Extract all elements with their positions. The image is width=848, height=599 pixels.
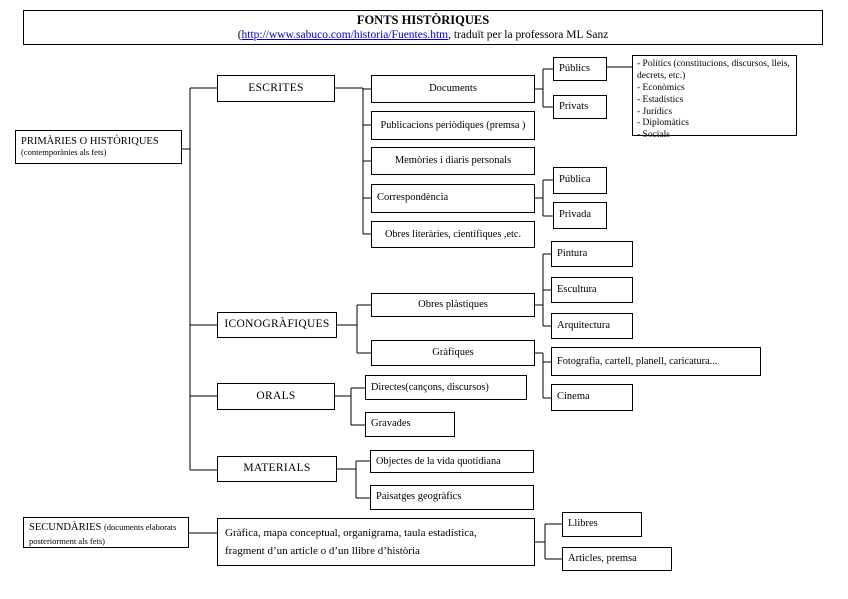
node-obres-literaries: Obres literàries, científiques ,etc. [371, 221, 535, 248]
node-cinema: Cinema [551, 384, 633, 411]
node-objectes: Objectes de la vida quotidiana [370, 450, 534, 473]
node-documents: Documents [371, 75, 535, 103]
page-title: FONTS HISTÒRIQUES [356, 13, 490, 28]
node-publicacions: Publicacions periòdiques (premsa ) [371, 111, 535, 140]
node-secundaries-desc: Gràfica, mapa conceptual, organigrama, t… [217, 518, 535, 566]
node-secundaries: SECUNDÀRIES (documents elaborats posteri… [23, 517, 189, 548]
node-primaries-note: (contemporànies als fets) [21, 147, 107, 158]
node-secundaries-label: SECUNDÀRIES [29, 522, 104, 533]
node-primaries-label: PRIMÀRIES O HISTÒRIQUES [21, 136, 159, 148]
title-subtitle: (http://www.sabuco.com/historia/Fuentes.… [238, 29, 609, 42]
node-paisatges: Paisatges geogràfics [370, 485, 534, 510]
link-prefix: ( [237, 28, 242, 41]
node-escrites: ESCRITES [217, 75, 335, 102]
node-publics: Públics [553, 57, 607, 81]
node-fotografia: Fotografia, cartell, planell, caricatura… [551, 347, 761, 376]
node-iconografiques: ICONOGRÀFIQUES [217, 312, 337, 338]
node-privats: Privats [553, 95, 607, 119]
node-llibres: Llibres [562, 512, 642, 537]
node-primaries: PRIMÀRIES O HISTÒRIQUES (contemporànies … [15, 130, 182, 164]
node-secundaries-note: (documents elaborats posteriorment als f… [29, 522, 177, 546]
node-grafiques: Gràfiques [371, 340, 535, 366]
node-orals: ORALS [217, 383, 335, 410]
node-pintura: Pintura [551, 241, 633, 267]
node-materials: MATERIALS [217, 456, 337, 482]
node-directes: Directes(cançons, discursos) [365, 375, 527, 400]
node-publics-types: - Polítics (constitucions, discursos, ll… [632, 55, 797, 140]
source-link[interactable]: http://www.sabuco.com/historia/Fuentes.h… [241, 28, 449, 41]
node-publica: Pública [553, 167, 607, 194]
title-box: FONTS HISTÒRIQUES (http://www.sabuco.com… [23, 10, 823, 45]
node-arquitectura: Arquitectura [551, 313, 633, 339]
node-correspondencia: Correspondència [371, 184, 535, 213]
node-escultura: Escultura [551, 277, 633, 303]
node-memories: Memòries i diaris personals [371, 147, 535, 175]
node-articles: Articles, premsa [562, 547, 672, 571]
node-privada: Privada [553, 202, 607, 229]
node-gravades: Gravades [365, 412, 455, 437]
node-obres-plastiques: Obres plàstiques [371, 293, 535, 317]
link-suffix: , traduït per la professora ML Sanz [448, 28, 609, 41]
